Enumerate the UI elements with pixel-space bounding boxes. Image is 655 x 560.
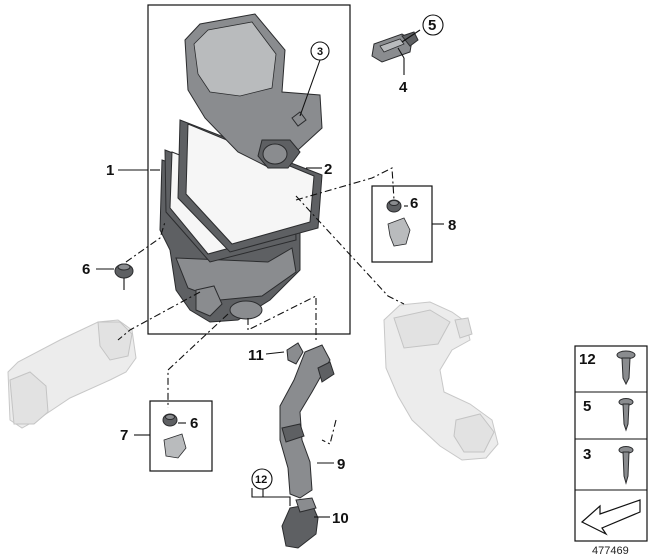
callout-11: 11 (248, 347, 264, 364)
callout-3: 3 (317, 46, 323, 58)
intake-boot-ghost (383, 301, 499, 461)
hose-connector-part-10 (281, 497, 319, 549)
callout-6-bracket-8: 6 (410, 195, 418, 212)
callout-1: 1 (106, 162, 114, 179)
callout-5-circle (422, 14, 444, 36)
leader-lines (96, 29, 444, 518)
fastener-legend: 12 5 3 (574, 345, 648, 542)
callout-12-circle (251, 468, 273, 490)
callout-4: 4 (399, 79, 408, 96)
callout-5: 5 (428, 17, 436, 34)
callout-2: 2 (324, 161, 332, 178)
screw-part-3 (291, 111, 307, 127)
callout-9: 9 (337, 456, 345, 473)
callout-12: 12 (255, 474, 267, 486)
screw-3-icon (618, 446, 634, 485)
screw-5-icon (618, 398, 634, 432)
bracket-8-frame (371, 185, 433, 263)
intake-snorkel-ghost (7, 319, 137, 429)
intake-hose (279, 344, 335, 499)
legend-label-12: 12 (579, 351, 596, 368)
mass-air-flow-sensor (371, 31, 419, 63)
grommet-left (114, 263, 134, 279)
callout-8: 8 (448, 217, 456, 234)
screw-12-icon (616, 350, 636, 386)
arrow-icon (580, 499, 641, 536)
clip-part-11 (286, 342, 304, 365)
legend-label-3: 3 (583, 446, 591, 463)
reference-number: 477469 (592, 545, 629, 557)
bracket-part-8 (386, 199, 411, 247)
callout-10: 10 (332, 510, 349, 527)
callout-6-left: 6 (82, 261, 90, 278)
bracket-part-7 (162, 413, 187, 459)
legend-label-5: 5 (583, 398, 591, 415)
routing-lines (117, 167, 405, 445)
bracket-7-frame (149, 400, 213, 472)
callout-3-circle (310, 41, 330, 61)
callout-6-bracket-7: 6 (190, 415, 198, 432)
filter-housing-lid (184, 13, 323, 169)
filter-element (164, 119, 323, 263)
callout-7: 7 (120, 427, 128, 444)
